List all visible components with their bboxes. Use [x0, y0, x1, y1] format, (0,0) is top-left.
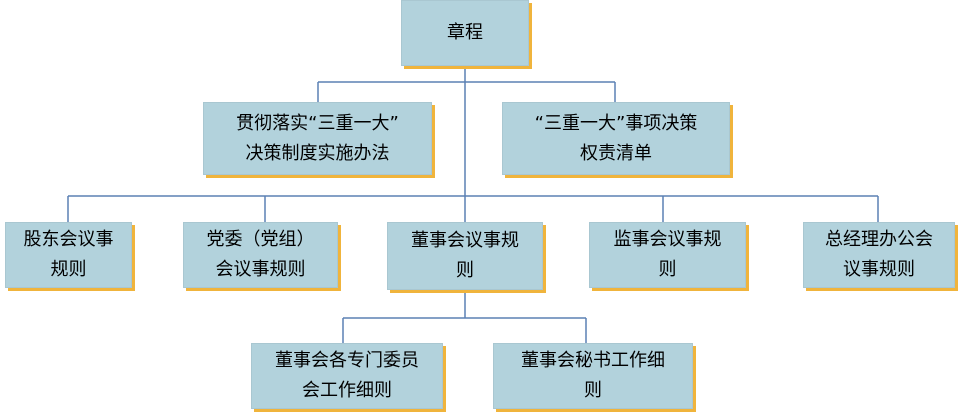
node-board-special-committees-rules: 董事会各专门委员 会工作细则 [251, 343, 443, 409]
node-charter-line1: 章程 [447, 22, 483, 43]
node-three-major-implementation-line2: 决策制度实施办法 [245, 142, 390, 164]
node-three-major-implementation: 贯彻落实“三重一大” 决策制度实施办法 [203, 102, 432, 175]
node-supervisory-board-rules-line2: 则 [658, 259, 677, 280]
node-party-committee-rules: 党委（党组） 会议事规则 [183, 222, 338, 288]
node-supervisory-board-rules-line1: 监事会议事规 [613, 229, 722, 250]
node-three-major-implementation-line1: 贯彻落实“三重一大” [236, 112, 399, 134]
node-board-secretary-rules: 董事会秘书工作细 则 [493, 343, 693, 409]
node-board-secretary-rules-line1: 董事会秘书工作细 [521, 350, 665, 371]
node-board-special-committees-rules-line1: 董事会各专门委员 [275, 350, 419, 371]
node-supervisory-board-rules: 监事会议事规 则 [589, 222, 746, 288]
node-three-major-responsibility-list: “三重一大”事项决策 权责清单 [502, 102, 730, 175]
node-three-major-responsibility-list-line2: 权责清单 [580, 142, 652, 164]
node-shareholders-meeting-rules-line2: 规则 [50, 259, 87, 280]
node-general-manager-office-rules-line2: 议事规则 [843, 259, 915, 280]
node-charter: 章程 [401, 0, 529, 66]
node-general-manager-office-rules-line1: 总经理办公会 [825, 229, 933, 250]
node-party-committee-rules-line2: 会议事规则 [215, 259, 306, 280]
node-shareholders-meeting-rules: 股东会议事 规则 [5, 222, 132, 288]
node-party-committee-rules-line1: 党委（党组） [206, 229, 315, 250]
node-three-major-responsibility-list-line1: “三重一大”事项决策 [534, 112, 698, 134]
node-shareholders-meeting-rules-line1: 股东会议事 [23, 229, 114, 250]
node-board-meeting-rules: 董事会议事规 则 [387, 222, 543, 290]
node-general-manager-office-rules: 总经理办公会 议事规则 [803, 222, 955, 288]
node-board-meeting-rules-line2: 则 [456, 260, 474, 281]
node-board-meeting-rules-line1: 董事会议事规 [411, 230, 519, 251]
node-board-special-committees-rules-line2: 会工作细则 [302, 380, 392, 401]
node-board-secretary-rules-line2: 则 [584, 380, 602, 401]
